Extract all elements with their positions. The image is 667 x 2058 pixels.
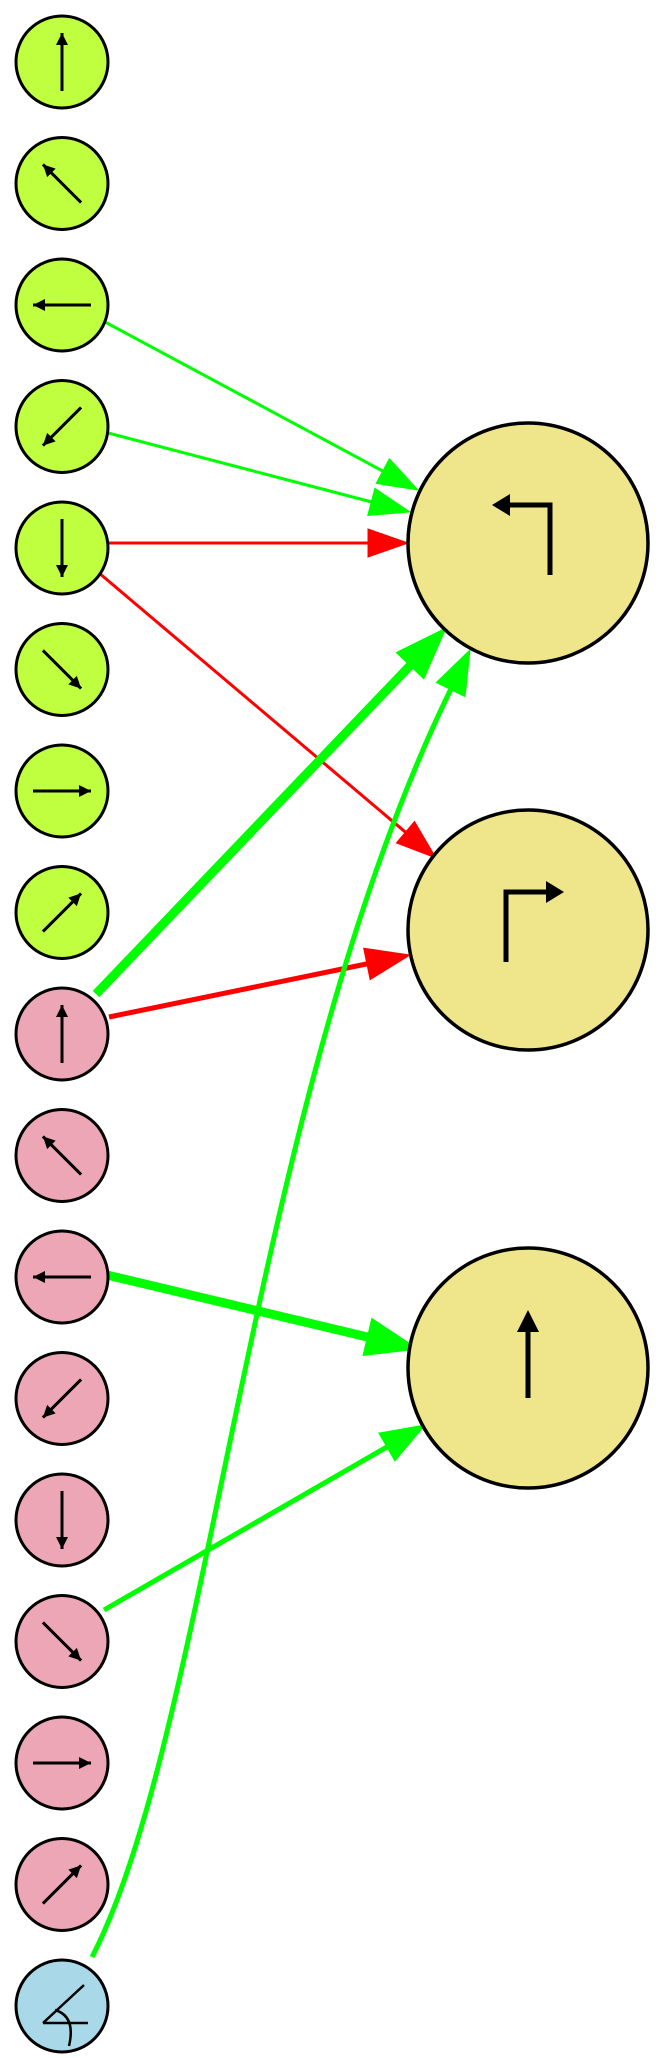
angle-compass-icon [42,1984,88,2047]
connection-b_down_right-to-go_forward [102,1424,427,1613]
arrow-up-icon [56,1005,68,1063]
arrow-left-icon [33,299,91,311]
connection-line [108,961,368,1020]
turn-left-icon [492,494,553,575]
node-circle [406,421,650,665]
arrowhead [435,648,471,698]
node-a-down-left [14,379,110,474]
node-a-up-left [14,136,110,231]
node-go-forward [406,1246,650,1490]
node-a-up-right [14,865,110,960]
arrow-up-left-icon [41,1135,83,1176]
connection-line [89,688,453,1959]
node-a-down [14,500,110,596]
connection-compass-to-turn_left [89,648,471,1959]
node-b-down-right [14,1594,110,1689]
arrow-up-icon [56,33,68,91]
connection-b_up-to-turn_left [92,626,448,998]
arrow-down-left-icon [41,406,83,447]
turn-right-icon [503,881,564,962]
node-b-up [14,986,110,1082]
node-a-left [14,257,110,353]
connection-line [98,571,407,834]
connection-line [92,662,414,998]
arrowhead [362,1317,420,1357]
node-b-up-right [14,1837,110,1932]
node-circle [406,808,650,1052]
node-b-down-left [14,1351,110,1446]
arrow-left-icon [33,1271,91,1283]
connection-line [107,431,372,504]
arrow-up-right-icon [41,1864,83,1905]
connection-a_left-to-turn_left [104,320,420,491]
node-b-right [14,1715,110,1811]
arrow-down-icon [56,1491,68,1549]
connection-a_down_left-to-turn_left [107,431,412,516]
arrowhead [363,947,412,981]
arrowhead [378,1424,427,1462]
arrow-down-left-icon [41,1378,83,1419]
node-compass [14,1958,110,2054]
arrowhead [375,457,420,491]
node-b-down [14,1472,110,1568]
node-b-up-left [14,1108,110,1203]
connection-a_down-to-turn_right [98,571,438,859]
node-turn-right [406,808,650,1052]
node-a-down-right [14,622,110,717]
nodes-layer [14,14,650,2054]
node-a-right [14,743,110,839]
arrowhead [395,626,448,680]
connection-line [105,1270,369,1342]
arrow-up-left-icon [41,163,83,204]
arrowhead [367,528,410,558]
connection-line [104,320,384,473]
connection-b_up-to-turn_right [108,947,412,1020]
arrowhead [367,487,412,516]
node-b-left [14,1229,110,1325]
forward-arrow-icon [517,1310,539,1398]
connections-layer [89,320,471,1959]
arrow-down-right-icon [41,1621,83,1662]
node-a-up [14,14,110,110]
arrow-right-icon [33,785,91,797]
arrow-right-icon [33,1757,91,1769]
node-turn-left [406,421,650,665]
connection-a_down-to-turn_left [108,528,410,558]
connection-b_left-to-go_forward [105,1270,420,1357]
arrow-up-right-icon [41,892,83,933]
arrow-down-icon [56,519,68,577]
connection-line [102,1444,389,1613]
arrow-down-right-icon [41,649,83,690]
arrowhead [395,820,438,859]
